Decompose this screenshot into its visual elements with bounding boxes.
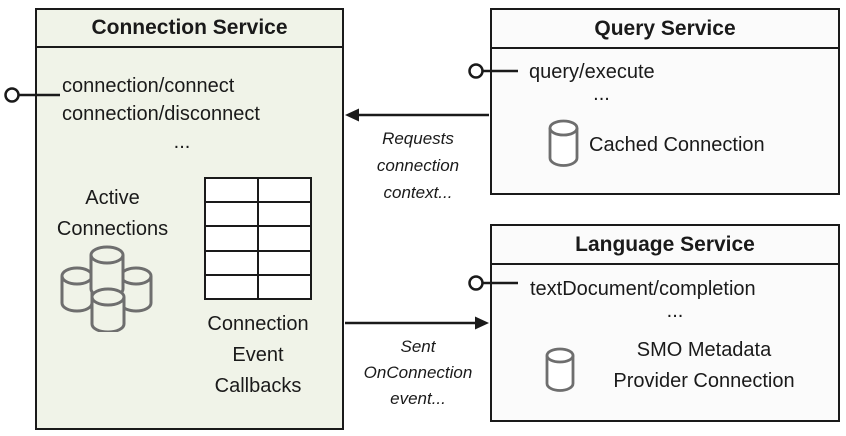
smo-provider-line2: Provider Connection bbox=[613, 370, 795, 392]
smo-provider-label: SMO Metadata Provider Connection bbox=[582, 335, 826, 397]
requests-line1: Requests bbox=[382, 129, 454, 148]
sent-line2: OnConnection bbox=[363, 363, 473, 382]
query-methods-ellipsis: ... bbox=[593, 83, 610, 105]
connection-service-title: Connection Service bbox=[37, 10, 342, 48]
cached-connection-label: Cached Connection bbox=[589, 134, 765, 156]
method-connection-disconnect: connection/disconnect bbox=[62, 103, 260, 125]
callbacks-line2: Event bbox=[232, 344, 284, 366]
sent-onconnection-event-label: Sent OnConnection event... bbox=[348, 334, 488, 412]
sent-line3: event... bbox=[390, 389, 446, 408]
smo-provider-line1: SMO Metadata bbox=[636, 339, 772, 361]
language-methods-ellipsis: ... bbox=[666, 300, 684, 322]
connection-event-callbacks-label: Connection Event Callbacks bbox=[190, 309, 326, 402]
method-query-execute: query/execute bbox=[529, 61, 655, 83]
connection-pool-icon bbox=[60, 245, 153, 332]
callbacks-line3: Callbacks bbox=[214, 375, 302, 397]
connection-methods-list: connection/connect connection/disconnect… bbox=[62, 72, 302, 156]
active-connections-line2: Connections bbox=[56, 218, 169, 240]
sent-line1: Sent bbox=[400, 337, 436, 356]
method-connection-connect: connection/connect bbox=[62, 75, 235, 97]
requests-line2: connection bbox=[376, 156, 460, 175]
connection-service-box: Connection Service connection/connect co… bbox=[35, 8, 344, 430]
language-service-title: Language Service bbox=[492, 226, 838, 265]
requests-line3: context... bbox=[383, 183, 453, 202]
active-connections-line1: Active bbox=[85, 187, 140, 209]
language-service-box: Language Service textDocument/completion… bbox=[490, 224, 840, 422]
active-connections-label: Active Connections bbox=[40, 183, 185, 245]
requests-arrow bbox=[345, 108, 489, 122]
callback-table-icon bbox=[204, 177, 312, 300]
query-service-box: Query Service query/execute ... Cached C… bbox=[490, 8, 840, 195]
callbacks-line1: Connection bbox=[207, 313, 309, 335]
database-cylinder-icon bbox=[548, 119, 579, 167]
methods-ellipsis: ... bbox=[173, 131, 191, 153]
sent-arrow bbox=[345, 316, 489, 330]
query-service-title: Query Service bbox=[492, 10, 838, 49]
database-cylinder-icon bbox=[545, 347, 575, 392]
requests-connection-context-label: Requests connection context... bbox=[350, 125, 486, 206]
method-textdocument-completion: textDocument/completion bbox=[530, 278, 756, 300]
